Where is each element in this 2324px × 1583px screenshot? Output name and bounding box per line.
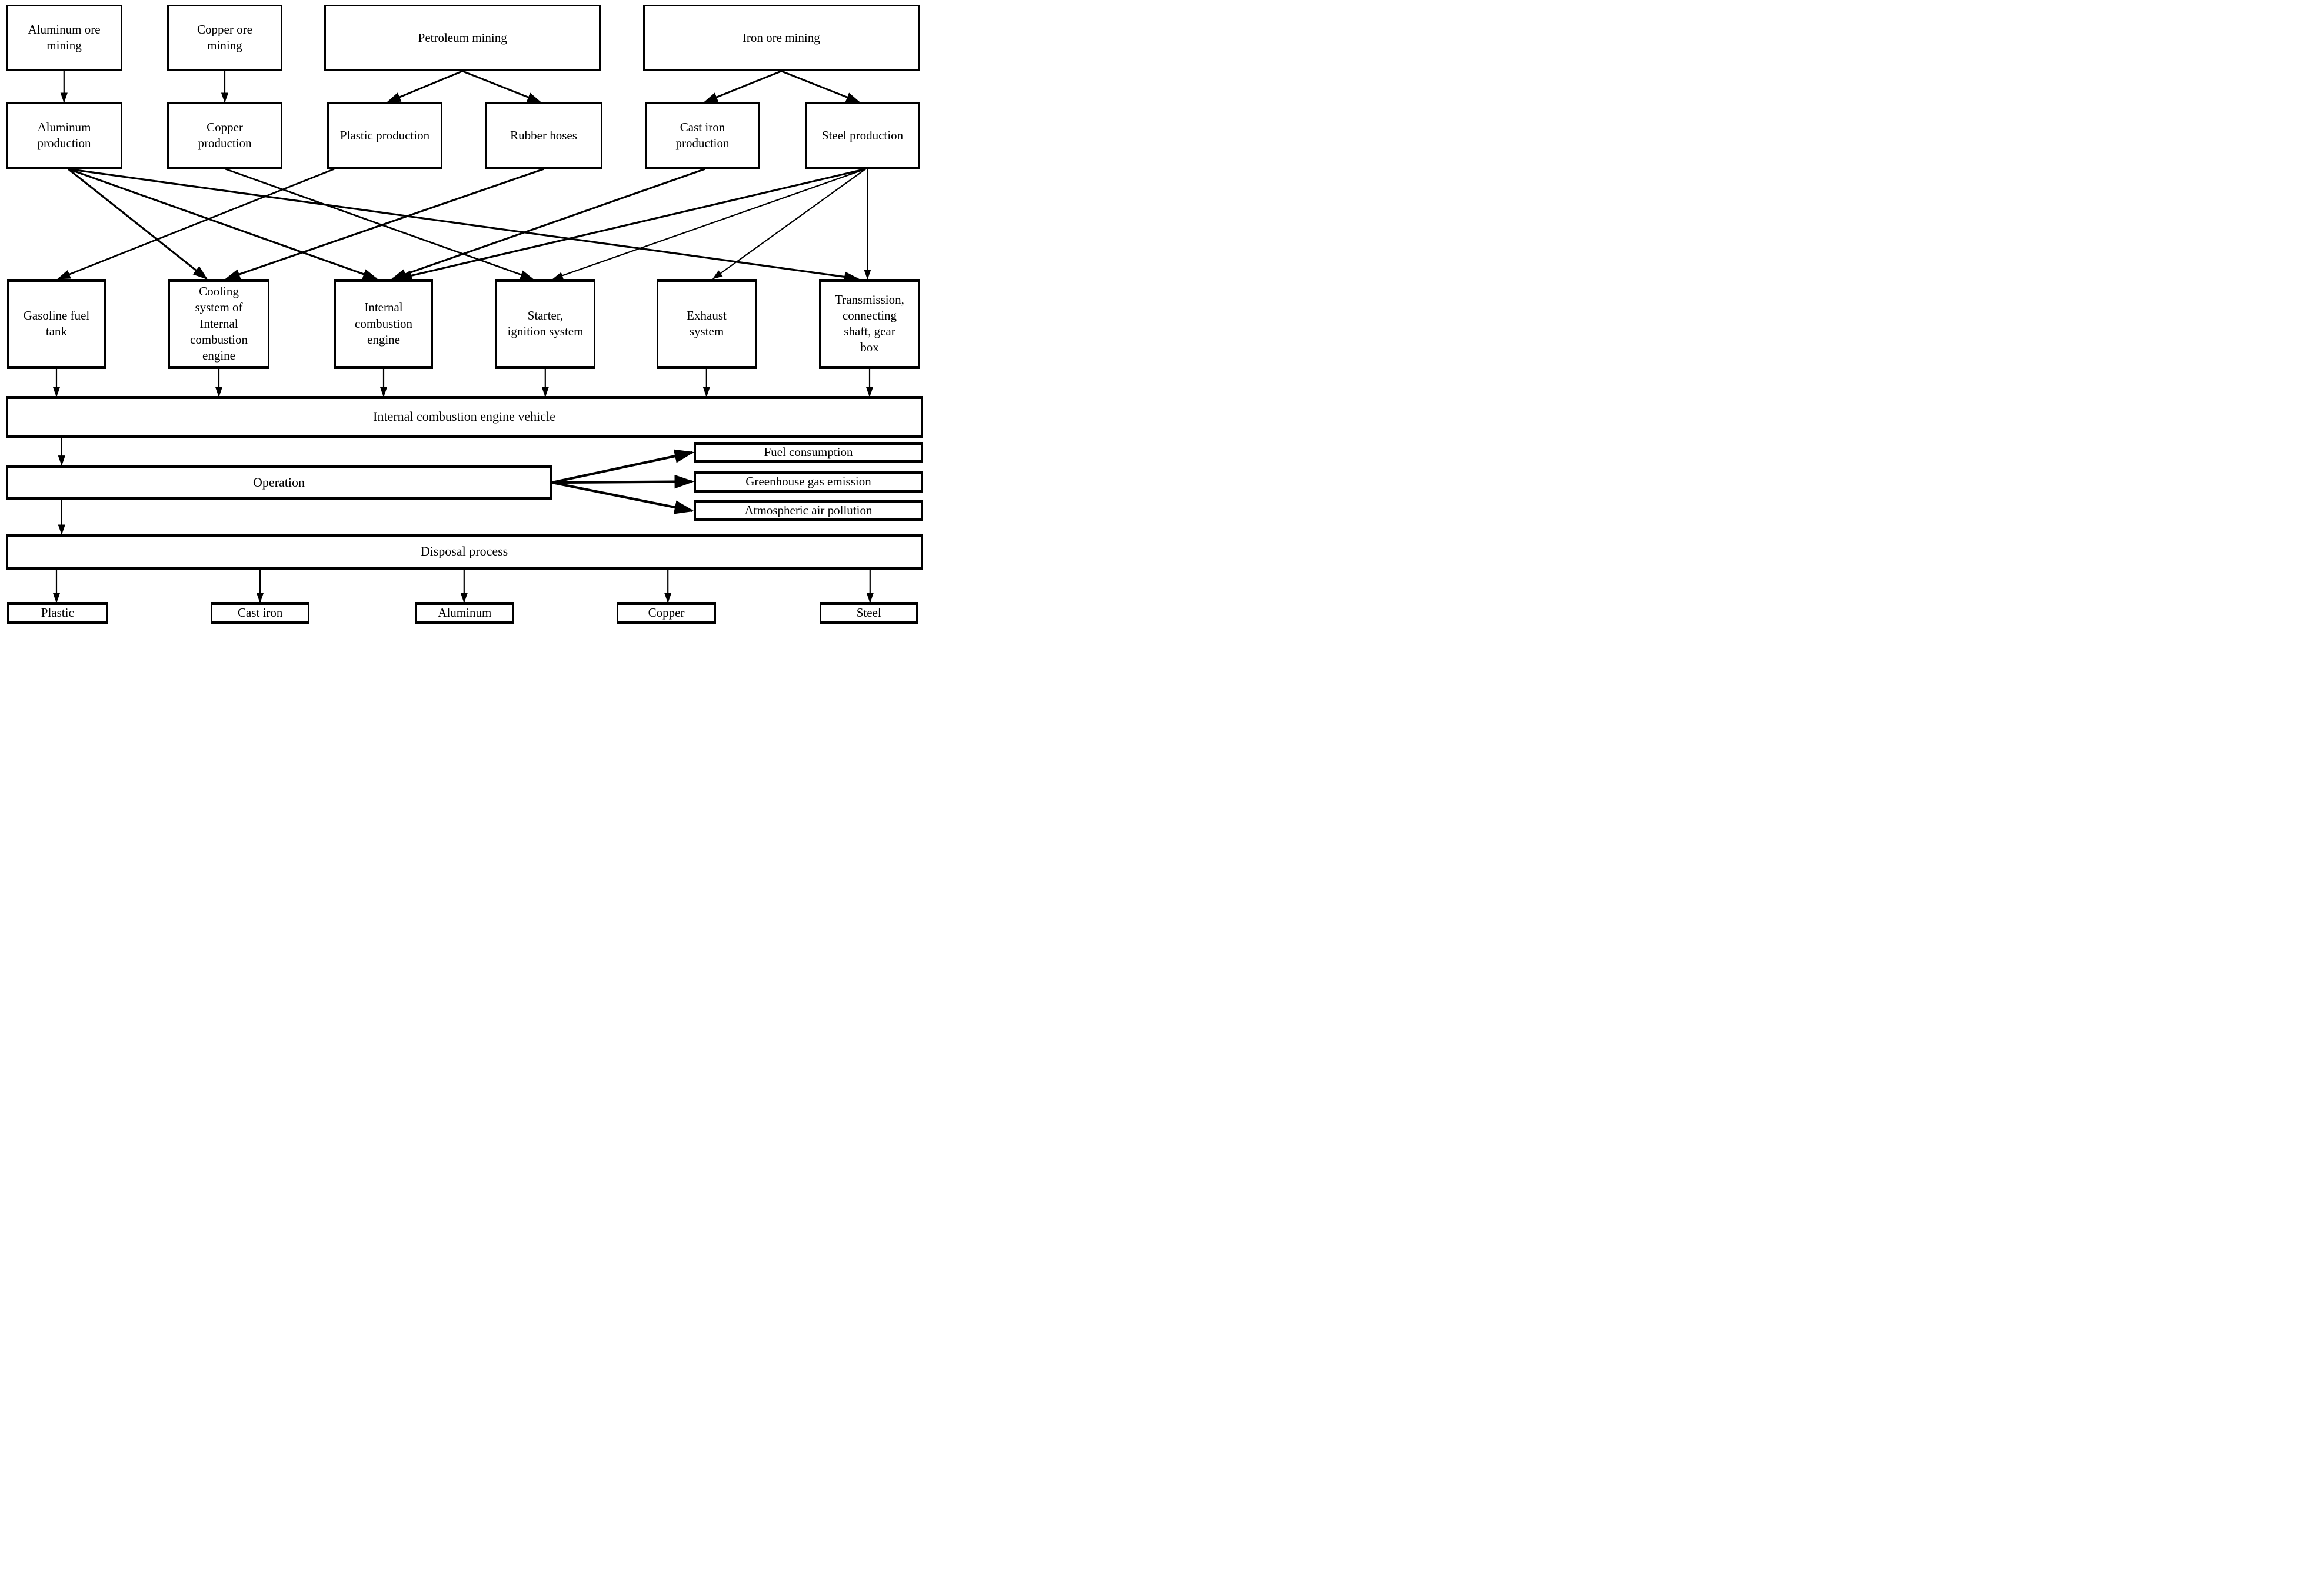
edge-operation-air-pollution xyxy=(551,481,695,514)
node-steel-production: Steel production xyxy=(805,102,920,169)
node-operation: Operation xyxy=(6,465,552,500)
node-air-pollution: Atmospheric air pollution xyxy=(694,500,923,522)
edge-al-production-cooling-system xyxy=(68,168,208,280)
edge-steel-production-ice xyxy=(397,168,866,281)
node-vehicle: Internal combustion engine vehicle xyxy=(6,396,923,438)
edge-steel-production-starter xyxy=(552,168,866,280)
node-fuel-consumption: Fuel consumption xyxy=(694,441,923,464)
diagram-stage: Aluminum ore mining Copper ore mining Petr… xyxy=(0,0,930,633)
node-al-production: Aluminum production xyxy=(6,102,122,169)
node-ice: Internal combustion engine xyxy=(334,278,433,369)
node-cu-ore-mining: Copper ore mining xyxy=(167,5,282,71)
node-exhaust: Exhaust system xyxy=(657,278,757,369)
edge-plastic-production-fuel-tank xyxy=(57,168,335,280)
node-steel-out: Steel xyxy=(820,602,918,624)
edge-operation-fuel-consumption xyxy=(551,449,695,484)
edges-layer xyxy=(52,70,874,603)
edge-operation-greenhouse xyxy=(551,474,695,489)
node-cast-iron-production: Cast iron production xyxy=(645,102,760,169)
node-greenhouse: Greenhouse gas emission xyxy=(694,471,923,493)
node-plastic-production: Plastic production xyxy=(327,102,442,169)
edge-iron-ore-mining-cast-iron-production xyxy=(703,70,782,103)
edge-iron-ore-mining-steel-production xyxy=(781,70,861,103)
edge-cast-iron-production-ice xyxy=(391,168,705,280)
node-cast-iron-out: Cast iron xyxy=(211,602,310,624)
node-disposal: Disposal process xyxy=(6,534,923,570)
edge-al-production-transmission xyxy=(68,168,860,282)
node-copper-out: Copper xyxy=(617,602,716,624)
node-plastic-out: Plastic xyxy=(7,602,108,624)
node-al-ore-mining: Aluminum ore mining xyxy=(6,5,122,71)
edge-petroleum-mining-rubber-hoses xyxy=(462,70,542,103)
edge-steel-production-exhaust xyxy=(712,168,866,280)
node-fuel-tank: Gasoline fuel tank xyxy=(7,278,106,369)
node-transmission: Transmission, connecting shaft, gear box xyxy=(819,278,920,369)
node-cu-production: Copper production xyxy=(167,102,282,169)
edge-rubber-hoses-cooling-system xyxy=(225,168,544,280)
node-cooling-system: Cooling system of Internal combustion en… xyxy=(168,278,269,369)
edge-al-production-ice xyxy=(68,168,378,280)
node-aluminum-out: Aluminum xyxy=(415,602,514,624)
node-iron-ore-mining: Iron ore mining xyxy=(642,5,920,71)
node-starter: Starter, ignition system xyxy=(495,278,595,369)
edge-cu-production-starter xyxy=(225,168,534,280)
node-rubber-hoses: Rubber hoses xyxy=(485,102,602,169)
edge-petroleum-mining-plastic-production xyxy=(386,70,463,103)
node-petroleum-mining: Petroleum mining xyxy=(324,5,601,71)
